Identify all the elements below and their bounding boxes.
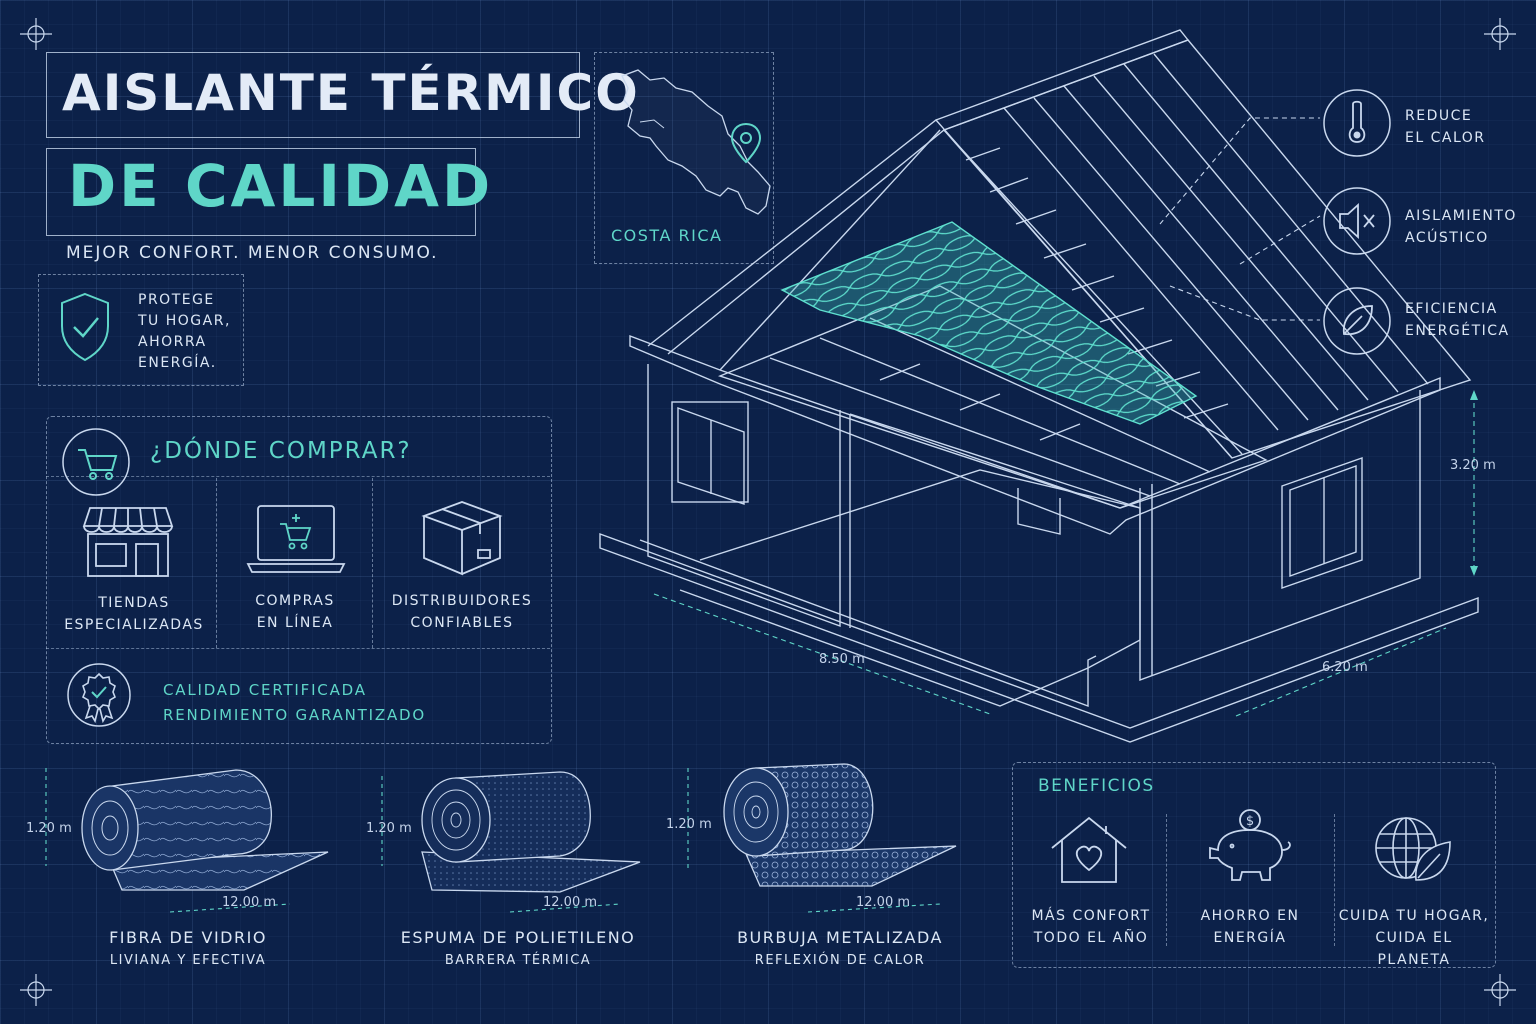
roll-2-subtitle: BARRERA TÉRMICA	[444, 953, 592, 968]
roll-3-height: 1.20 m	[666, 817, 712, 832]
benefit-1-line1: MÁS CONFORT	[1031, 908, 1151, 924]
piggy-bank-icon: $	[1209, 809, 1291, 881]
box-icon	[421, 501, 503, 576]
protect-line-1: PROTEGE	[138, 292, 215, 308]
where-divider-bottom	[46, 648, 550, 649]
where-title: ¿DÓNDE COMPRAR?	[150, 438, 412, 464]
title-frame-1	[46, 52, 580, 138]
where-item-2: COMPRAS EN LÍNEA	[218, 590, 372, 634]
roll-1-subtitle: LIVIANA Y EFECTIVA	[109, 953, 267, 968]
where-item-2-line1: COMPRAS	[255, 593, 335, 609]
store-icon	[82, 507, 174, 577]
globe-leaf-icon	[1375, 817, 1451, 881]
title-line-2: DE CALIDAD	[68, 152, 494, 220]
benefits-sep-1	[1166, 814, 1167, 946]
protect-box	[38, 274, 244, 386]
quality-line-2: RENDIMIENTO GARANTIZADO	[163, 706, 426, 724]
roll-espuma	[421, 771, 641, 893]
roll-burbuja	[723, 763, 957, 887]
house-diagram	[599, 29, 1479, 743]
feature-3-line2: ENERGÉTICA	[1405, 323, 1510, 339]
house-height-dim: 3.20 m	[1450, 458, 1496, 473]
protect-line-4: ENERGÍA.	[138, 355, 217, 371]
house-width-dim: 6.20 m	[1322, 660, 1368, 675]
house-heart-icon	[1051, 816, 1127, 883]
roll-1-name: FIBRA DE VIDRIO	[109, 928, 267, 947]
benefit-1: MÁS CONFORT TODO EL AÑO	[1016, 905, 1166, 949]
benefit-3-line2: CUIDA EL PLANETA	[1375, 930, 1453, 968]
cart-icon	[62, 428, 130, 496]
title-line-1: AISLANTE TÉRMICO	[62, 64, 640, 122]
benefits-box	[1012, 762, 1496, 968]
where-divider-top	[46, 476, 550, 477]
roll-3-length: 12.00 m	[856, 895, 911, 910]
where-item-1-line1: TIENDAS	[98, 595, 170, 611]
title-frame-2	[46, 148, 476, 236]
where-sep-2	[372, 478, 373, 648]
benefit-3: CUIDA TU HOGAR, CUIDA EL PLANETA	[1336, 905, 1492, 971]
benefit-2-line1: AHORRO EN	[1200, 908, 1300, 924]
insulation-layer	[780, 221, 1198, 425]
benefits-sep-2	[1334, 814, 1335, 946]
feature-2-line1: AISLAMIENTO	[1405, 208, 1517, 224]
costa-rica-map-icon	[621, 69, 771, 215]
benefit-1-line2: TODO EL AÑO	[1033, 930, 1149, 946]
where-to-buy-box	[46, 416, 552, 744]
roll-fibra	[81, 769, 329, 891]
where-item-1-line2: ESPECIALIZADAS	[64, 617, 204, 633]
certified-badge-icon	[67, 663, 131, 727]
where-item-1: TIENDAS ESPECIALIZADAS	[52, 592, 216, 636]
feature-2: AISLAMIENTO ACÚSTICO	[1405, 205, 1517, 249]
speaker-mute-icon	[1323, 187, 1391, 255]
svg-text:$: $	[1246, 814, 1254, 829]
tagline: MEJOR CONFORT. MENOR CONSUMO.	[66, 243, 439, 263]
where-item-2-line2: EN LÍNEA	[256, 615, 334, 631]
map-box	[594, 52, 774, 264]
benefit-3-line1: CUIDA TU HOGAR,	[1338, 908, 1490, 924]
protect-text: PROTEGE TU HOGAR, AHORRA ENERGÍA.	[138, 290, 231, 374]
thermometer-icon	[1323, 89, 1391, 157]
quality-text: CALIDAD CERTIFICADA RENDIMIENTO GARANTIZ…	[163, 678, 426, 728]
leaf-icon	[1323, 287, 1391, 355]
laptop-cart-icon	[246, 505, 346, 573]
shield-check-icon	[61, 292, 109, 362]
house-length-dim: 8.50 m	[819, 652, 865, 667]
rolls-diagram	[45, 763, 957, 913]
quality-line-1: CALIDAD CERTIFICADA	[163, 681, 367, 699]
roll-2-length: 12.00 m	[543, 895, 598, 910]
benefit-2-line2: ENERGÍA	[1213, 930, 1287, 946]
where-item-3-line2: CONFIABLES	[410, 615, 514, 631]
roll-2-name: ESPUMA DE POLIETILENO	[400, 928, 636, 947]
where-item-3: DISTRIBUIDORES CONFIABLES	[374, 590, 550, 634]
feature-3-line1: EFICIENCIA	[1405, 301, 1498, 317]
protect-line-2: TU HOGAR,	[138, 313, 231, 329]
feature-1-line2: EL CALOR	[1405, 130, 1486, 146]
feature-1: REDUCE EL CALOR	[1405, 105, 1486, 149]
feature-2-line2: ACÚSTICO	[1405, 230, 1489, 246]
roll-3-name: BURBUJA METALIZADA	[737, 928, 943, 947]
feature-3: EFICIENCIA ENERGÉTICA	[1405, 298, 1510, 342]
roll-1-height: 1.20 m	[26, 821, 72, 836]
feature-1-line1: REDUCE	[1405, 108, 1473, 124]
benefit-2: AHORRO EN ENERGÍA	[1170, 905, 1330, 949]
roll-3-subtitle: REFLEXIÓN DE CALOR	[754, 953, 926, 968]
roll-1-length: 12.00 m	[222, 895, 277, 910]
roll-2-height: 1.20 m	[366, 821, 412, 836]
map-label: COSTA RICA	[611, 226, 723, 245]
where-item-3-line1: DISTRIBUIDORES	[391, 593, 533, 609]
protect-line-3: AHORRA	[138, 334, 207, 350]
benefits-title: BENEFICIOS	[1038, 776, 1155, 796]
where-sep-1	[216, 478, 217, 648]
